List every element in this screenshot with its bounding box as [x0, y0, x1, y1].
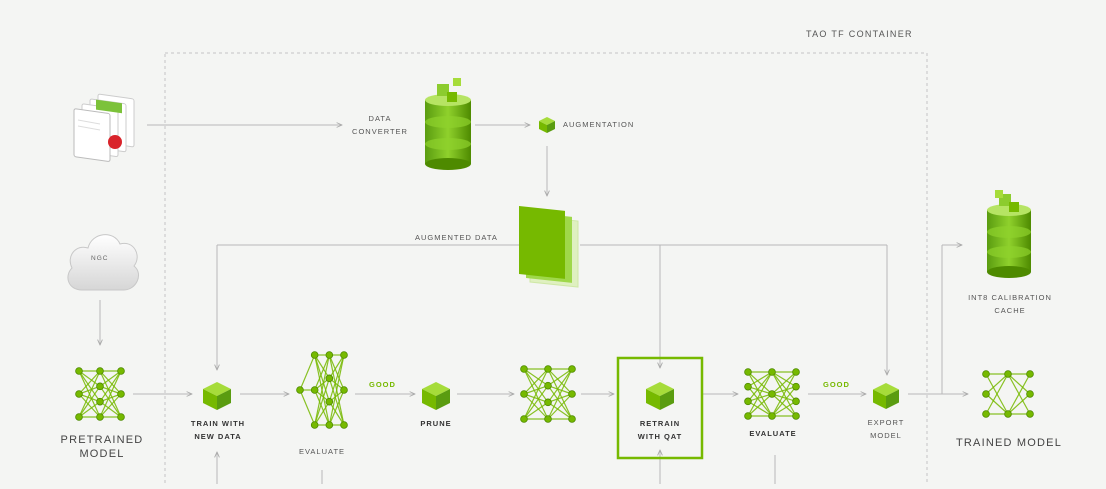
cube-icon: [203, 382, 231, 410]
export-model-label: EXPORT MODEL: [867, 418, 905, 440]
neural-network-icon: [296, 351, 348, 429]
augmented-data-cards-icon: [519, 205, 579, 288]
retrain-highlight-box: [616, 356, 704, 460]
ngc-label: NGC: [91, 255, 109, 262]
int8-calibration-cache-label: INT8 CALIBRATION CACHE: [968, 293, 1052, 315]
good-label-2: GOOD: [823, 380, 850, 389]
neural-network-icon: [75, 367, 125, 421]
tao-container-border: [164, 52, 928, 489]
container-label: TAO TF CONTAINER: [806, 29, 913, 39]
pretrained-model-label: PRETRAINED MODEL: [60, 434, 144, 460]
augmentation-label: AUGMENTATION: [563, 120, 635, 129]
augmented-data-label: AUGMENTED DATA: [411, 231, 502, 244]
trained-model-label: TRAINED MODEL: [955, 437, 1063, 449]
evaluate-label-1: EVALUATE: [298, 447, 346, 456]
connector-lines: [100, 125, 968, 484]
cube-icon: [422, 382, 450, 410]
cube-icon: [539, 117, 555, 133]
database-icon: [425, 78, 471, 170]
cube-icon: [646, 382, 674, 410]
neural-network-icon: [520, 365, 576, 423]
database-icon: [987, 190, 1031, 278]
evaluate-label-2: EVALUATE: [749, 429, 797, 438]
cube-icon: [873, 383, 899, 409]
good-label-1: GOOD: [369, 380, 396, 389]
train-with-new-data-label: TRAIN WITH NEW DATA: [190, 419, 246, 441]
retrain-with-qat-label: RETRAIN WITH QAT: [637, 419, 683, 441]
prune-label: PRUNE: [420, 419, 452, 428]
image-stack-icon: [73, 93, 135, 162]
data-converter-label: DATA CONVERTER: [352, 114, 408, 136]
neural-network-icon: [982, 370, 1034, 418]
neural-network-icon: [744, 368, 800, 420]
cloud-icon: [67, 234, 139, 291]
